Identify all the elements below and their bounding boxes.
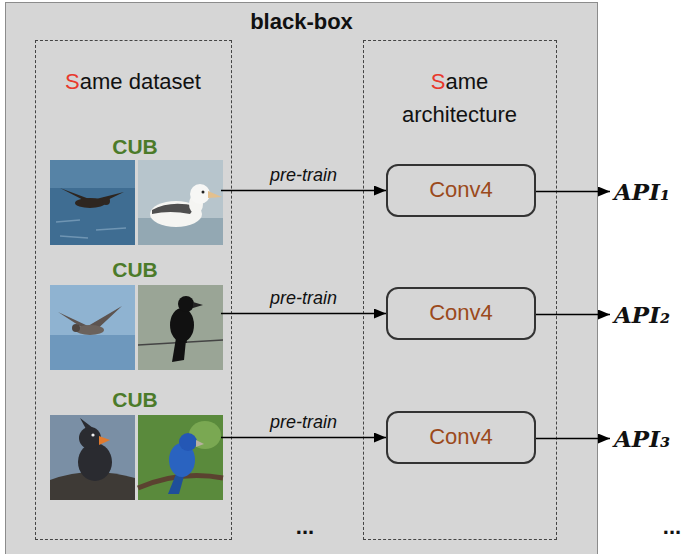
ellipsis-box: ... xyxy=(296,514,314,540)
edge-label-box: pre-train xyxy=(270,288,337,309)
api-output: API₃ xyxy=(610,419,676,459)
connector-arrow xyxy=(536,314,610,316)
dataset-label: CUB xyxy=(49,257,221,282)
bird-photo xyxy=(138,285,223,370)
api-output: API₂ xyxy=(610,295,676,335)
conv-block: Conv4 xyxy=(386,411,536,464)
conv-block: Conv4 xyxy=(386,164,536,217)
dataset-label: CUB xyxy=(49,134,221,159)
edge-label: pre-train xyxy=(270,288,337,308)
dashed-group: Same architectureConv4Conv4Conv4 xyxy=(363,40,557,540)
block-label: Conv4 xyxy=(429,424,493,450)
connector-arrow xyxy=(536,438,610,440)
connector-arrow xyxy=(221,190,386,192)
api-label: API₃ xyxy=(614,425,670,453)
bird-photo xyxy=(50,415,135,500)
api-label: API₁ xyxy=(614,178,670,206)
bird-photo xyxy=(138,160,223,245)
connector-arrow xyxy=(536,191,610,193)
edge-label: pre-train xyxy=(270,412,337,432)
block-label: Conv4 xyxy=(429,177,493,203)
group-heading: Same architecture xyxy=(382,41,538,131)
edge-label-box: pre-train xyxy=(270,165,337,186)
ellipsis-box: ... xyxy=(663,514,681,540)
group-heading: Same dataset xyxy=(55,41,211,98)
bird-photo xyxy=(50,160,135,245)
conv-block: Conv4 xyxy=(386,287,536,340)
api-label: API₂ xyxy=(614,301,670,329)
api-output: API₁ xyxy=(610,172,676,212)
bird-photo xyxy=(138,415,223,500)
bird-photo xyxy=(50,285,135,370)
panel-title: black-box xyxy=(6,3,597,35)
ellipsis: ... xyxy=(296,514,314,539)
edge-label: pre-train xyxy=(270,165,337,185)
block-label: Conv4 xyxy=(429,300,493,326)
ellipsis: ... xyxy=(663,514,681,539)
dataset-label: CUB xyxy=(49,387,221,412)
edge-label-box: pre-train xyxy=(270,412,337,433)
connector-arrow xyxy=(221,437,386,439)
connector-arrow xyxy=(221,313,386,315)
